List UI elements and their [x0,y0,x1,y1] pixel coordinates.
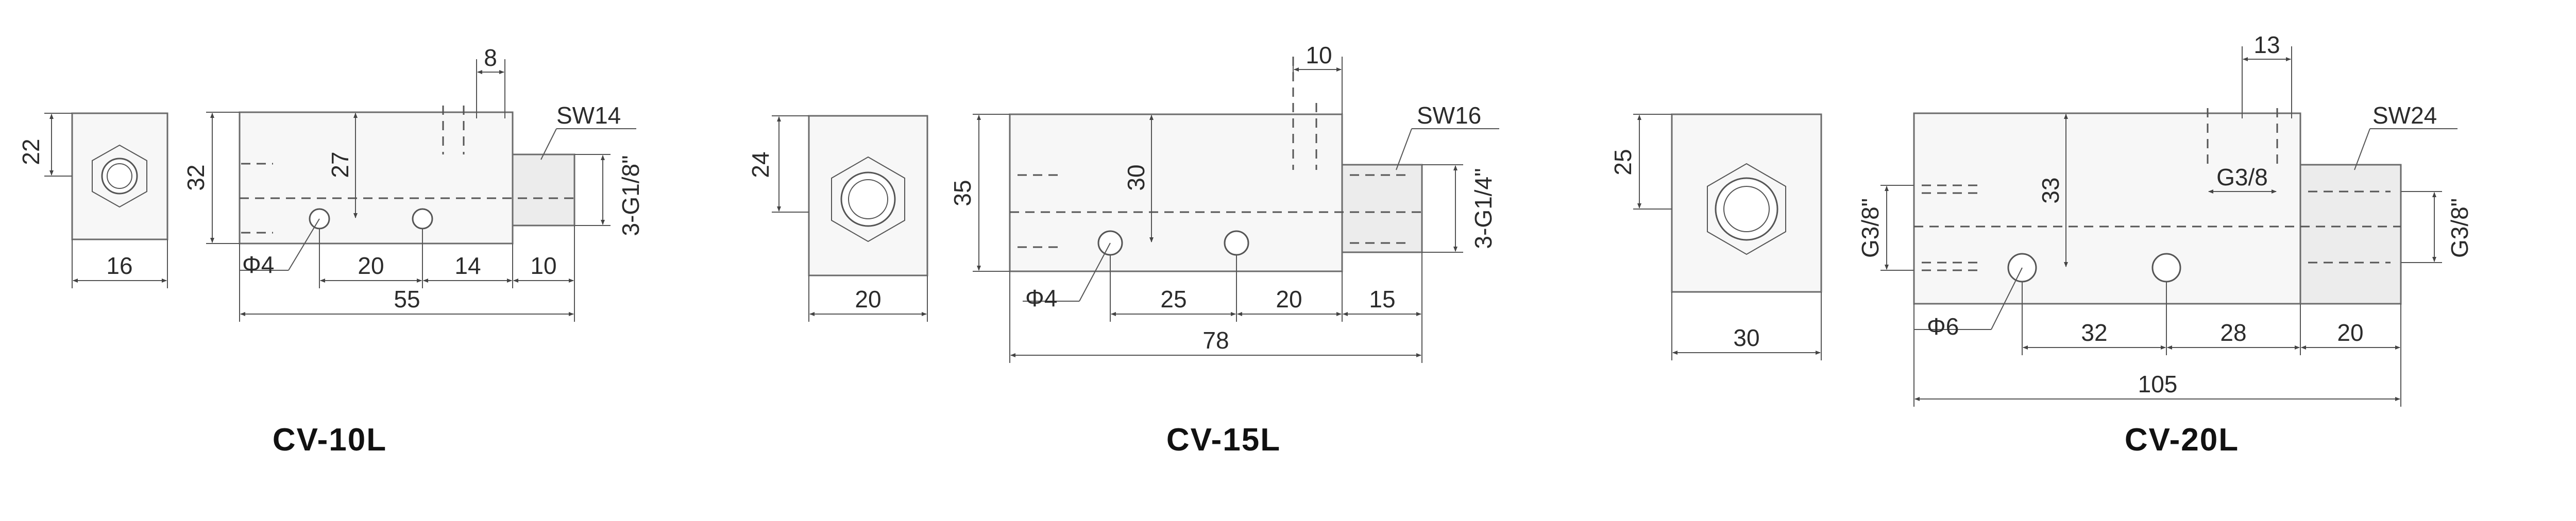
end-width-dim: 30 [1733,324,1759,351]
side-view-body [1913,112,2301,305]
hex-nut-icon [92,144,147,208]
model-title: CV-20L [2125,422,2239,458]
end-width-dim: 20 [855,286,881,312]
total-length-dim: 55 [394,286,420,312]
hole-diameter-label: Φ4 [1025,285,1057,311]
top-dim: 13 [2253,31,2280,58]
total-length-dim: 105 [2138,371,2178,397]
end-width-dim: 16 [106,252,132,279]
hole-spacing-1: 25 [1160,286,1187,312]
model-title: CV-15L [1166,422,1281,458]
end-height-dim: 22 [18,138,44,165]
port-length-dim: 20 [2337,319,2363,346]
thread-label: 3-G1/4" [1470,168,1497,249]
bore-circle [840,171,896,227]
total-length-dim: 78 [1202,327,1229,354]
mount-hole-2 [1224,230,1249,256]
port-length-dim: 15 [1369,286,1395,312]
side-height-dim: 35 [949,180,976,206]
wrench-size-label: SW24 [2372,102,2437,129]
left-thread-label: G3/8" [1857,198,1884,258]
diagram-cv-10l: 22 16 32 27 [18,44,644,458]
hole-diameter-label: Φ6 [1927,313,1959,340]
inner-height-dim: 27 [327,151,353,178]
diagram-cv-15l: 24 20 35 30 [747,42,1499,458]
diagram-cv-20l: 25 30 G3/8" 33 [1609,31,2473,458]
outlet-port [2299,164,2402,305]
top-thread-label: G3/8 [2216,164,2268,190]
hex-nut-icon [1707,163,1786,255]
wrench-size-label: SW14 [556,102,621,129]
hole-spacing-1: 32 [2081,319,2107,346]
end-height-dim: 24 [747,151,774,178]
side-view-cv-10l: 32 27 8 SW14 3-G1/8" Φ4 [182,44,644,322]
wrench-size-label: SW16 [1417,102,1481,129]
thread-label: 3-G1/8" [617,155,644,236]
inner-height-dim: 30 [1123,164,1149,190]
hole-spacing-1: 20 [358,252,384,279]
outlet-port [1341,164,1423,253]
hole-spacing-2: 20 [1276,286,1302,312]
side-height-dim: 32 [182,164,209,190]
hole-spacing-2: 14 [454,252,481,279]
end-view-cv-15l: 24 20 [747,115,928,322]
bore-circle [1715,177,1778,241]
end-height-dim: 25 [1609,149,1636,175]
side-view-body [239,111,514,245]
port-length-dim: 10 [530,252,556,279]
outlet-port [512,153,575,227]
side-view-cv-15l: 35 30 10 SW16 3-G1/4" Φ4 [949,42,1499,363]
side-view-cv-20l: G3/8" 33 13 G3/8 SW24 G3/8" Φ6 [1857,31,2473,407]
model-title: CV-10L [273,422,387,458]
hole-diameter-label: Φ4 [242,251,274,278]
end-view-cv-20l: 25 30 [1609,113,1822,360]
mount-hole-2 [412,208,433,230]
top-dim: 10 [1306,42,1332,68]
top-dim: 8 [484,44,497,71]
hex-nut-icon [831,156,905,242]
inner-height-dim: 33 [2037,177,2064,203]
thread-label: G3/8" [2446,198,2473,258]
hole-spacing-2: 28 [2220,319,2246,346]
end-view-cv-10l: 22 16 [18,112,168,288]
side-view-body [1009,113,1343,272]
mount-hole-2 [2151,253,2181,283]
